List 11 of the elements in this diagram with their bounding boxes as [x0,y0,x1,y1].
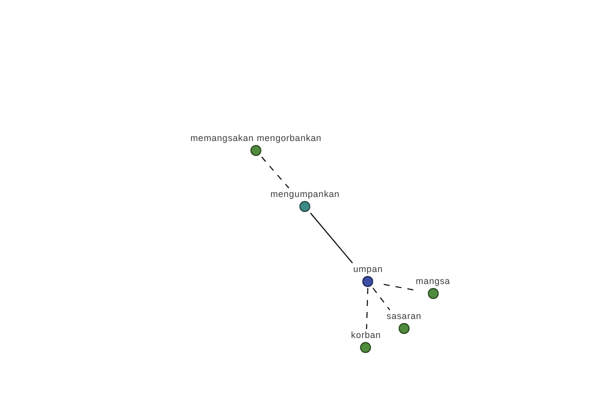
node-label: umpan [353,264,383,275]
node-label: mengumpankan [270,189,340,200]
node-label: sasaran [386,311,422,322]
dashed-connector [372,288,390,310]
node-label: memangsakan mengorbankan [190,133,322,144]
dashed-connector [383,284,416,291]
node-label: mangsa [416,276,450,287]
connector-line [310,212,353,264]
node-label: korban [351,330,381,341]
dashed-connector [366,288,368,330]
dashed-connector [261,156,290,188]
